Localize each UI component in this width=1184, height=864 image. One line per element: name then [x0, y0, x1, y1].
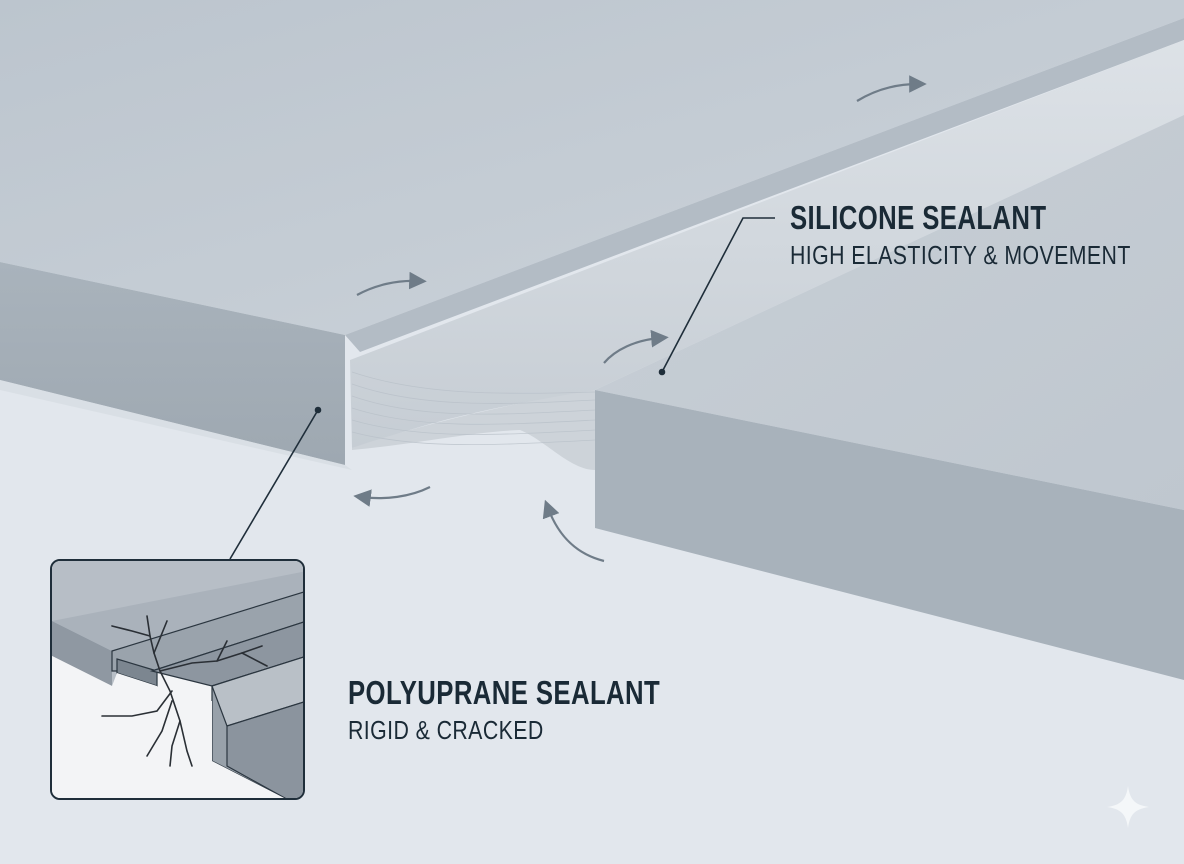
- leader-lines: [229, 217, 775, 560]
- curved-arrow-up-icon: [603, 329, 669, 364]
- polyurethane-sealant-label: POLYUPRANE SEALANT RIGID & CRACKED: [348, 673, 748, 747]
- silicone-subtitle: HIGH ELASTICITY & MOVEMENT: [790, 240, 1131, 270]
- curved-arrow-right-icon: [356, 271, 427, 296]
- curved-arrow-right-icon: [856, 75, 927, 102]
- left-slab-top: [0, 0, 1184, 335]
- movement-arrows: [353, 75, 927, 563]
- right-slab-top: [595, 115, 1184, 510]
- polyurethane-subtitle: RIGID & CRACKED: [348, 715, 544, 745]
- crack-lines: [101, 615, 268, 767]
- right-slab-side: [595, 390, 1184, 680]
- silicone-sealant-label: SILICONE SEALANT HIGH ELASTICITY & MOVEM…: [790, 198, 1184, 272]
- left-slab-side: [0, 262, 345, 465]
- sparkle-icon: [1107, 786, 1149, 828]
- curved-arrow-up-left-icon: [542, 499, 605, 563]
- polyurethane-leader-line: [229, 409, 319, 560]
- silicone-leader-line: [661, 217, 775, 373]
- curved-arrow-left-icon: [353, 486, 431, 507]
- cracked-slab-illustration: [52, 561, 303, 798]
- cracked-joint-inset: [50, 559, 305, 800]
- polyurethane-title: POLYUPRANE SEALANT: [348, 674, 661, 711]
- silicone-title: SILICONE SEALANT: [790, 199, 1047, 236]
- silicone-sealant-bead: [350, 40, 1184, 448]
